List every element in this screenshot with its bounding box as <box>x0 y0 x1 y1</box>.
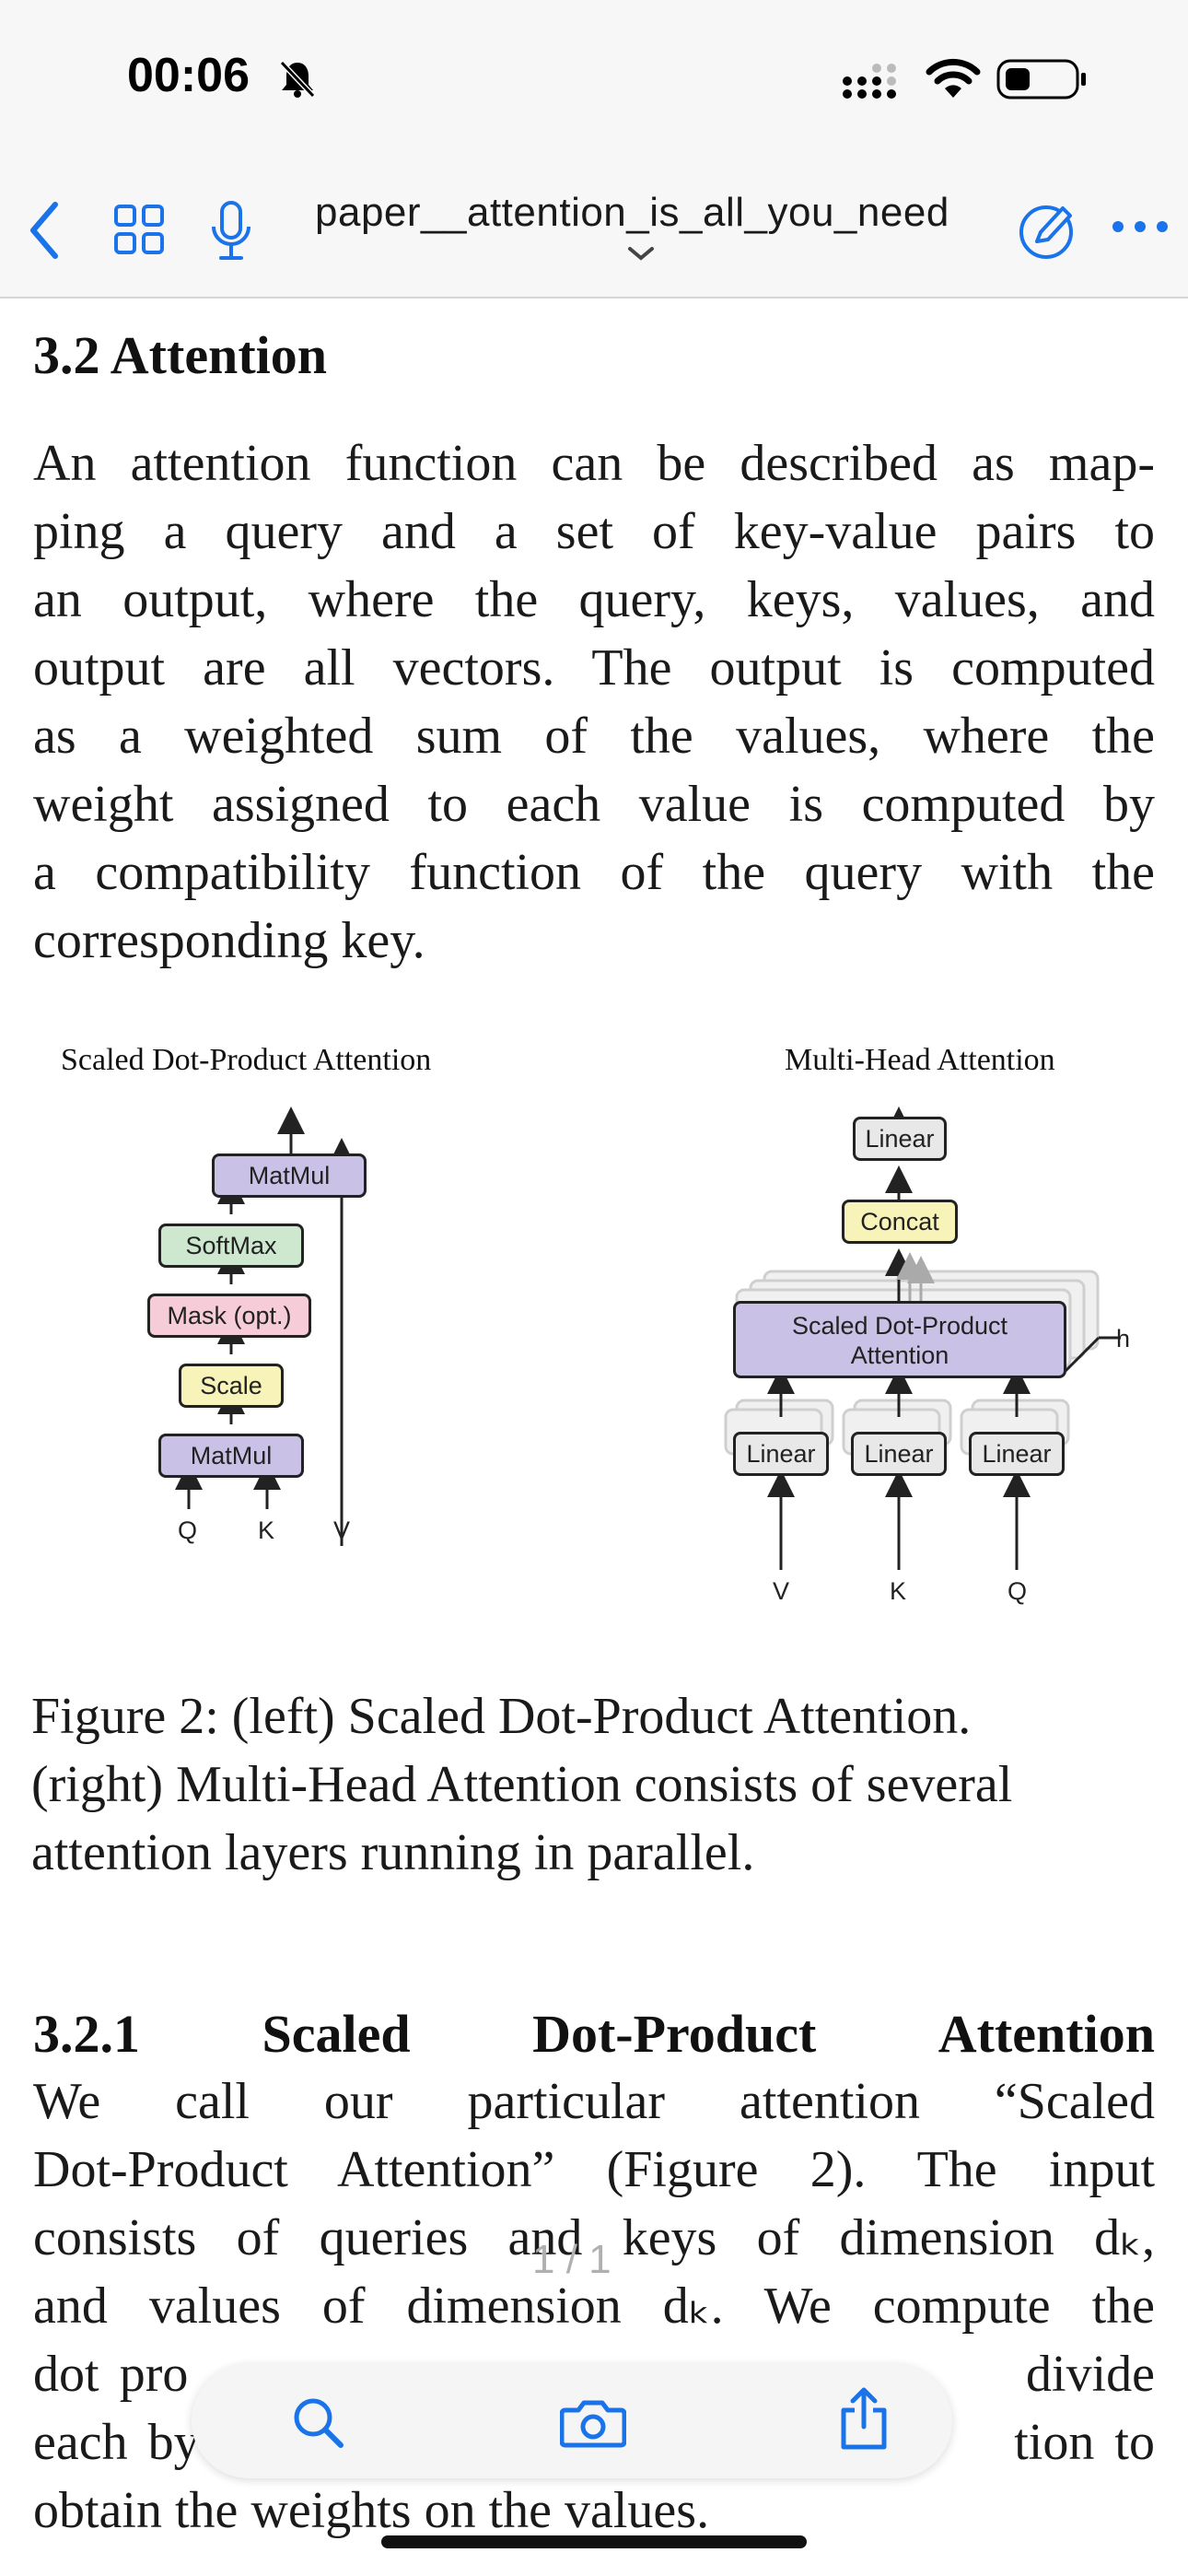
paragraph-line: an output, where the query, keys, values… <box>33 571 1155 628</box>
left-input-v: V <box>333 1516 351 1544</box>
attention-line1: Scaled Dot-Product <box>791 1312 1008 1340</box>
title-chevron-down-icon[interactable] <box>626 245 656 262</box>
paragraph-line: corresponding key. <box>33 912 425 969</box>
caption-line: attention layers running in parallel. <box>31 1824 755 1881</box>
document-toolbar: paper__attention_is_all_you_need <box>0 166 1188 299</box>
share-icon[interactable] <box>838 2386 890 2453</box>
scale-box: Scale <box>179 1364 284 1408</box>
section-heading: 3.2 Attention <box>33 325 327 385</box>
caption-line: Figure 2: (left) Scaled Dot-Product Atte… <box>31 1688 972 1745</box>
back-chevron-icon[interactable] <box>26 201 63 260</box>
subsection-heading: 3.2.1 Scaled Dot-Product Attention <box>33 2003 1155 2065</box>
paragraph-line: output are all vectors. The output is co… <box>33 639 1155 697</box>
attention-line2: Attention <box>850 1341 949 1369</box>
matmul-top-box: MatMul <box>212 1153 367 1198</box>
paragraph-line: dot pro divide <box>33 2346 1155 2403</box>
search-icon[interactable] <box>291 2395 346 2451</box>
softmax-box: SoftMax <box>158 1224 304 1268</box>
battery-icon <box>996 59 1086 100</box>
camera-icon[interactable] <box>560 2397 626 2449</box>
figure-caption: Figure 2: (left) Scaled Dot-Product Atte… <box>31 1682 1164 1887</box>
subsection-word: Attention <box>938 2004 1155 2064</box>
status-bar: 00:06 <box>0 0 1188 166</box>
subsection-word: Scaled <box>262 2004 411 2064</box>
home-indicator[interactable] <box>381 2535 807 2548</box>
paragraph-line: a compatibility function of the query wi… <box>33 844 1155 901</box>
paragraph-line: obtain the weights on the values. <box>33 2482 710 2539</box>
signal-icon <box>843 64 896 99</box>
linear-q-box: Linear <box>969 1432 1065 1476</box>
more-options-icon[interactable] <box>1111 219 1170 234</box>
left-input-k: K <box>258 1516 275 1544</box>
markup-pen-icon[interactable] <box>1017 199 1079 262</box>
caption-line: (right) Multi-Head Attention consists of… <box>31 1756 1013 1813</box>
right-input-q: Q <box>1007 1577 1028 1605</box>
paragraph-line: ping a query and a set of key-value pair… <box>33 503 1155 560</box>
paragraph-line: and values of dimension dₖ. We compute t… <box>33 2277 1155 2335</box>
paragraph-line: We call our particular attention “Scaled <box>33 2073 1155 2130</box>
right-figure-title: Multi-Head Attention <box>785 1043 1055 1077</box>
linear-v-box: Linear <box>733 1432 829 1476</box>
paragraph-line: Dot-Product Attention” (Figure 2). The i… <box>33 2141 1155 2198</box>
linear-top-box: Linear <box>853 1117 947 1161</box>
paragraph-line: each by tion to <box>33 2414 1155 2471</box>
attention-box: Scaled Dot-Product Attention <box>733 1301 1066 1378</box>
concat-box: Concat <box>842 1200 958 1244</box>
subsection-word: Dot-Product <box>532 2004 817 2064</box>
paragraph-line: An attention function can be described a… <box>33 435 1155 492</box>
wifi-icon <box>926 58 981 98</box>
subsection-paragraph: We call our particular attention “Scaled… <box>33 2067 1155 2545</box>
heads-h-label: h <box>1116 1325 1131 1352</box>
subsection-number: 3.2.1 <box>33 2004 140 2064</box>
left-input-q: Q <box>178 1516 198 1544</box>
paragraph-line: weight assigned to each value is compute… <box>33 776 1155 833</box>
microphone-icon[interactable] <box>208 199 254 263</box>
status-time: 00:06 <box>127 49 250 102</box>
mask-box: Mask (opt.) <box>147 1294 311 1338</box>
document-title[interactable]: paper__attention_is_all_you_need <box>315 190 949 235</box>
right-input-v: V <box>773 1577 790 1605</box>
left-figure-title: Scaled Dot-Product Attention <box>61 1043 432 1077</box>
paragraph-line: consists of queries and keys of dimensio… <box>33 2209 1155 2266</box>
paragraph-line: as a weighted sum of the values, where t… <box>33 708 1155 765</box>
matmul-bottom-box: MatMul <box>158 1434 304 1478</box>
bottom-toolbar <box>192 2364 952 2478</box>
section-paragraph: An attention function can be described a… <box>33 429 1155 975</box>
page-indicator: 1 / 1 <box>532 2237 611 2282</box>
right-input-k: K <box>890 1577 907 1605</box>
silent-bell-icon <box>279 60 316 99</box>
grid-view-icon[interactable] <box>112 203 168 258</box>
linear-k-box: Linear <box>851 1432 947 1476</box>
